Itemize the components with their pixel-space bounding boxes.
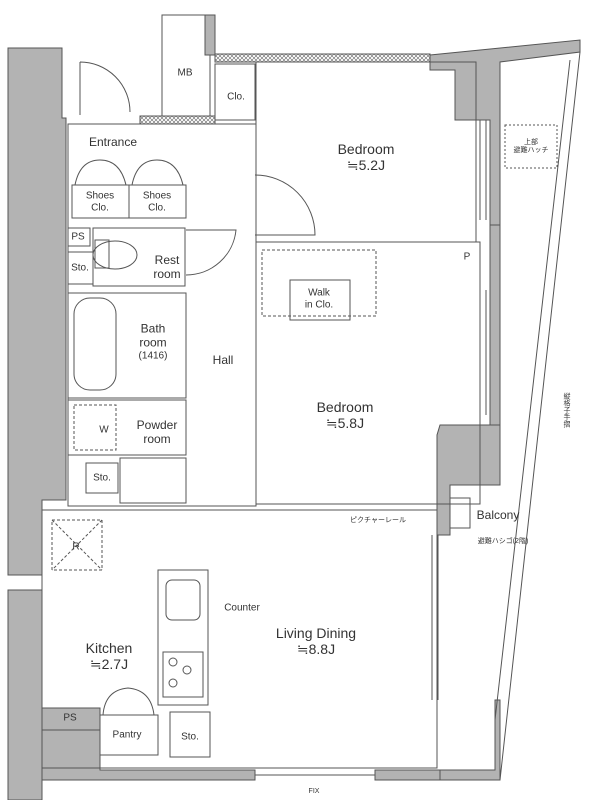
kitchen-label: Kitchen≒2.7J bbox=[86, 640, 133, 672]
picture-rail-label: ピクチャーレール bbox=[350, 516, 406, 524]
bath-line2: room bbox=[139, 335, 167, 350]
walls bbox=[7, 14, 581, 800]
kitchen-size: ≒2.7J bbox=[89, 656, 129, 672]
sto-top-label: Sto. bbox=[71, 262, 89, 274]
shoes1-line1: Shoes bbox=[85, 190, 115, 202]
counter-label: Counter bbox=[224, 602, 260, 614]
living-size: ≒8.8J bbox=[296, 641, 336, 657]
sto-bottom-label: Sto. bbox=[181, 731, 199, 743]
powder-line2: room bbox=[143, 432, 171, 446]
railing-label: 縦格子手摺 bbox=[563, 392, 571, 428]
hatch-label: 上部避難ハッチ bbox=[514, 139, 549, 155]
bath-size: (1416) bbox=[138, 350, 168, 362]
entrance-label: Entrance bbox=[88, 135, 138, 150]
closet-label: Clo. bbox=[227, 91, 245, 103]
bedroom2-label: Bedroom≒5.8J bbox=[317, 399, 374, 431]
walkin-line1: Walk bbox=[308, 287, 330, 299]
shoes2-line1: Shoes bbox=[142, 190, 172, 202]
mb-label: MB bbox=[177, 67, 193, 79]
hall-label: Hall bbox=[212, 353, 234, 368]
powder-line1: Powder bbox=[136, 418, 178, 433]
bedroom2-name: Bedroom bbox=[316, 398, 374, 415]
balcony-label: Balcony bbox=[476, 508, 520, 523]
hatch-line2: 避難ハッチ bbox=[513, 147, 549, 154]
ps-top-label: PS bbox=[71, 231, 85, 243]
p-mark: P bbox=[463, 251, 471, 263]
bedroom2-size: ≒5.8J bbox=[325, 415, 365, 431]
bedroom1-name: Bedroom bbox=[337, 140, 395, 157]
restroom-line2: room bbox=[153, 267, 181, 281]
hatch-line1: 上部 bbox=[524, 138, 538, 146]
sto-mid-label: Sto. bbox=[93, 472, 111, 484]
pantry-label: Pantry bbox=[112, 729, 142, 741]
fix-window-label: FIX bbox=[308, 787, 320, 795]
living-dining-label: Living Dining≒8.8J bbox=[276, 625, 356, 657]
living-name: Living Dining bbox=[275, 624, 357, 641]
room-outlines bbox=[41, 51, 581, 781]
kitchen-name: Kitchen bbox=[85, 639, 133, 656]
bath-line1: Bath bbox=[140, 321, 166, 336]
r-mark: R bbox=[72, 541, 80, 553]
shoes2-line2: Clo. bbox=[148, 202, 166, 213]
w-mark: W bbox=[99, 424, 109, 436]
walkin-line2: in Clo. bbox=[304, 299, 334, 310]
restroom-line1: Rest bbox=[154, 253, 180, 268]
shoes1-line2: Clo. bbox=[91, 202, 109, 213]
ladder-label: 避難ハシゴ(2階) bbox=[477, 537, 529, 545]
bedroom1-label: Bedroom≒5.2J bbox=[338, 141, 395, 173]
ps-bottom-label: PS bbox=[63, 712, 77, 724]
bedroom1-size: ≒5.2J bbox=[346, 157, 386, 173]
